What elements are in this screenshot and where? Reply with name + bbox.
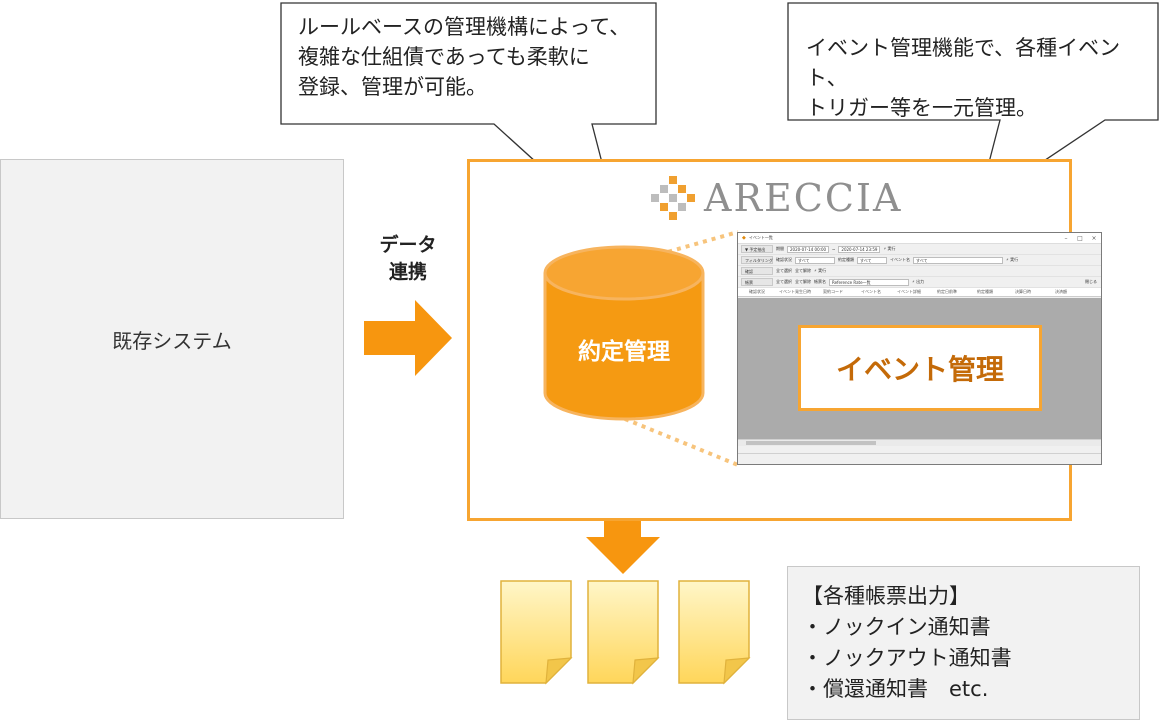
status-filter-select[interactable]: すべて [795, 256, 835, 264]
callout-event-line: イベント管理機能で、各種イベント、 [806, 36, 1121, 90]
column-header[interactable]: 契約コード [823, 289, 843, 294]
confirm-clear-all-button[interactable]: 全て解除 [795, 268, 811, 273]
report-item: ・ノックアウト通知書 [802, 646, 1012, 670]
event-grid-header: 確認状況 イベント発生日時 契約コード イベント名 イベント詳細 約定日前準 約… [738, 288, 1101, 297]
app-icon: ◆ [742, 235, 746, 241]
period-to-field[interactable]: 2020-07-14 23:59 [838, 245, 881, 253]
column-header[interactable]: 決算日時 [1015, 289, 1031, 294]
report-select-all-button[interactable]: 全て選択 [776, 279, 792, 284]
column-header[interactable]: イベント詳細 [897, 289, 921, 294]
window-close-button[interactable]: 閉じる [1085, 279, 1097, 284]
toolbar-row-confirm: 確認 全て選択 全て解除 ⚡ 実行 [738, 266, 1101, 277]
column-header[interactable]: イベント名 [861, 289, 881, 294]
report-item: ・ノックイン通知書 [802, 615, 991, 639]
close-icon[interactable]: × [1091, 234, 1097, 242]
areccia-logo-mark-icon [651, 176, 695, 220]
window-titlebar: ◆ イベント一覧 – □ × [738, 233, 1101, 244]
database-label: 約定管理 [578, 339, 670, 365]
run-filter-button[interactable]: ⚡ 実行 [1006, 257, 1019, 262]
document-icon-1 [500, 580, 573, 685]
report-button[interactable]: 帳票 [741, 278, 773, 286]
toolbar-row-period: ▼ 予定抽出 期間 2020-07-14 00:00 ~ 2020-07-14 … [738, 244, 1101, 255]
report-output-button[interactable]: ⚡ 出力 [912, 279, 925, 284]
confirm-button[interactable]: 確認 [741, 267, 773, 275]
data-link-arrow [364, 300, 452, 376]
type-filter-select[interactable]: すべて [857, 256, 887, 264]
column-header[interactable]: 決済額 [1055, 289, 1067, 294]
column-header[interactable]: 確認状況 [749, 289, 765, 294]
scrollbar-thumb[interactable] [746, 441, 876, 445]
minimize-icon[interactable]: – [1064, 234, 1068, 242]
period-from-field[interactable]: 2020-07-14 00:00 [787, 245, 830, 253]
horizontal-scrollbar[interactable] [738, 439, 1101, 446]
filtering-button[interactable]: フィルタリング [741, 256, 773, 264]
document-icon-3 [678, 580, 751, 685]
callout-rule-line: 登録、管理が可能。 [298, 75, 487, 99]
event-name-filter-label: イベント名 [890, 257, 910, 262]
callout-rule-text: ルールベースの管理機構によって、 複雑な仕組債であっても柔軟に 登録、管理が可能… [298, 12, 648, 102]
report-title: 【各種帳票出力】 [802, 584, 970, 608]
callout-rule-line: ルールベースの管理機構によって、 [298, 15, 631, 39]
data-link-line-2: 連携 [388, 261, 427, 283]
existing-system-label: 既存システム [112, 328, 232, 353]
areccia-logo-text: ARECCIA [704, 176, 903, 220]
toolbar-row-report: 帳票 全て選択 全て解除 帳票名 Reference Rate一覧 ⚡ 出力 閉… [738, 277, 1101, 288]
column-header[interactable]: 約定種類 [977, 289, 993, 294]
callout-event-text: イベント管理機能で、各種イベント、 トリガー等を一元管理。 [806, 33, 1151, 123]
range-tilde: ~ [832, 246, 836, 252]
callout-event-line: トリガー等を一元管理。 [806, 96, 1037, 120]
data-link-line-1: データ [379, 234, 437, 256]
confirm-select-all-button[interactable]: 全て選択 [776, 268, 792, 273]
toolbar-row-filter: フィルタリング 確認状況 すべて 約定種類 すべて イベント名 すべて ⚡ 実行 [738, 255, 1101, 266]
areccia-logo: ARECCIA [650, 176, 902, 220]
window-status-bar [738, 453, 1101, 464]
existing-system-box: 既存システム [0, 159, 344, 519]
report-clear-all-button[interactable]: 全て解除 [795, 279, 811, 284]
document-icon-2 [587, 580, 660, 685]
callout-rule-line: 複雑な仕組債であっても柔軟に [298, 45, 590, 69]
period-label: 期間 [776, 246, 784, 251]
run-confirm-button[interactable]: ⚡ 実行 [814, 268, 827, 273]
window-title: イベント一覧 [748, 235, 773, 240]
report-item: ・償還通知書 etc. [802, 677, 989, 701]
report-name-select[interactable]: Reference Rate一覧 [829, 278, 909, 286]
status-filter-label: 確認状況 [776, 257, 792, 262]
run-extract-button[interactable]: ⚡ 実行 [883, 246, 896, 251]
event-name-filter-select[interactable]: すべて [913, 256, 1003, 264]
extract-button[interactable]: ▼ 予定抽出 [741, 245, 773, 253]
maximize-icon[interactable]: □ [1077, 234, 1083, 242]
type-filter-label: 約定種類 [838, 257, 854, 262]
report-output-box: 【各種帳票出力】 ・ノックイン通知書 ・ノックアウト通知書 ・償還通知書 etc… [787, 566, 1140, 720]
event-management-box: イベント管理 [798, 325, 1042, 411]
column-header[interactable]: イベント発生日時 [779, 289, 811, 294]
event-management-label: イベント管理 [835, 353, 1004, 386]
column-header[interactable]: 約定日前準 [937, 289, 957, 294]
report-name-label: 帳票名 [814, 279, 826, 284]
data-link-label: データ 連携 [362, 232, 454, 286]
